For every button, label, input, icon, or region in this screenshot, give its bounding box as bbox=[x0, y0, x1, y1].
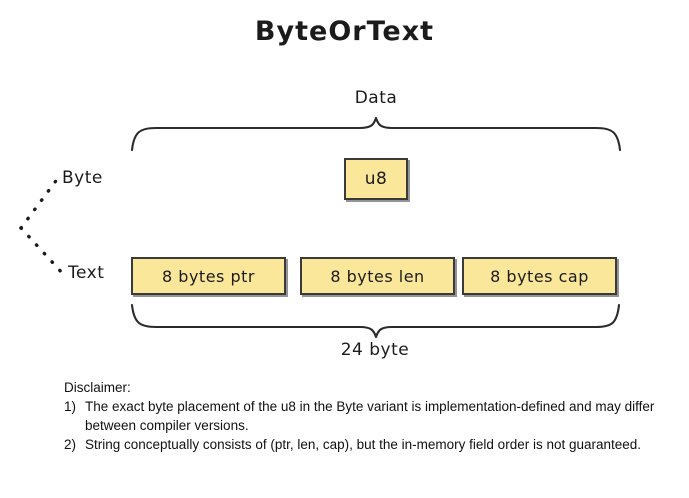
top-brace bbox=[130, 116, 622, 152]
disclaimer-item-1: 1) The exact byte placement of the u8 in … bbox=[64, 397, 676, 435]
text-variant-label: Text bbox=[68, 263, 105, 283]
memory-cell-u8: u8 bbox=[344, 158, 408, 200]
disclaimer-heading: Disclaimer: bbox=[64, 380, 131, 395]
disclaimer-item-1-line2: and may differ between compiler versions… bbox=[85, 399, 655, 433]
disclaimer-item-2: 2) String conceptually consists of (ptr, … bbox=[64, 435, 676, 454]
disclaimer-item-2-number: 2) bbox=[64, 437, 77, 452]
dotted-branch-byte bbox=[19, 176, 60, 230]
page-title: ByteOrText bbox=[254, 16, 435, 47]
dotted-branch-text bbox=[19, 226, 66, 277]
disclaimer-item-2-line2: not guaranteed. bbox=[546, 437, 642, 452]
byte-variant-label: Byte bbox=[62, 168, 103, 188]
top-brace-label: Data bbox=[354, 88, 398, 108]
memory-cell-cap: 8 bytes cap bbox=[462, 257, 617, 295]
memory-cell-ptr: 8 bytes ptr bbox=[131, 257, 286, 295]
disclaimer-item-2-line1: String conceptually consists of (ptr, le… bbox=[85, 437, 543, 452]
disclaimer-block: Disclaimer: 1) The exact byte placement o… bbox=[64, 378, 676, 454]
bottom-brace-label: 24 byte bbox=[340, 340, 410, 360]
memory-cell-len: 8 bytes len bbox=[300, 257, 455, 295]
bottom-brace bbox=[130, 303, 621, 339]
disclaimer-item-1-line1: The exact byte placement of the u8 in th… bbox=[85, 399, 566, 414]
disclaimer-item-1-number: 1) bbox=[64, 399, 77, 414]
